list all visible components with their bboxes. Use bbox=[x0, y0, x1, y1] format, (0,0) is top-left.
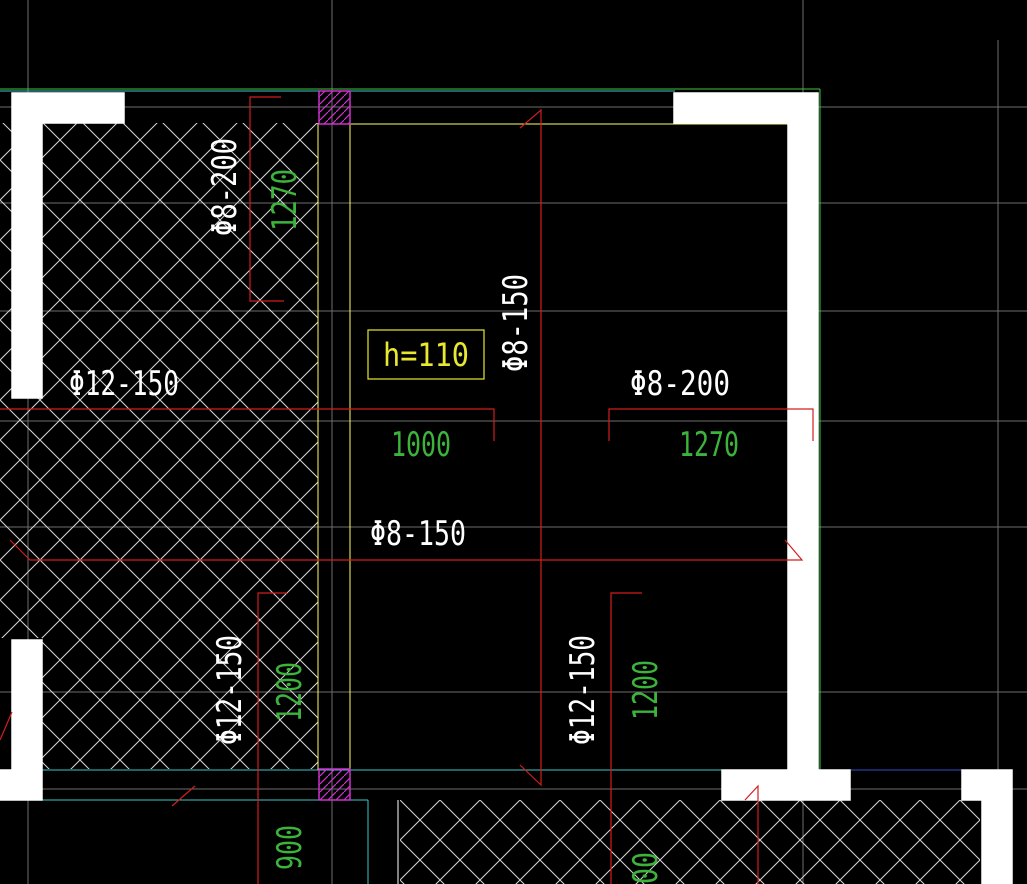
hatched-slab-left bbox=[42, 123, 318, 769]
rebar-middle-horizontal bbox=[9, 539, 804, 561]
rebar-cut-left bbox=[171, 785, 196, 807]
rebar-left-horizontal-label: Φ12-150 bbox=[69, 364, 179, 404]
slab-yellow-edges bbox=[317, 123, 788, 770]
rebar-bottom-left-vertical bbox=[257, 592, 287, 884]
slab-thickness-box bbox=[367, 329, 485, 380]
slab-thickness-label: h=110 bbox=[383, 336, 469, 374]
len-bottom-left-vertical-label: 1200 bbox=[270, 662, 310, 722]
rebar-bottom-left-vertical-label: Φ12-150 bbox=[210, 635, 250, 745]
len-cut-left-label: 900 bbox=[270, 825, 310, 870]
len-top-left-vertical-label: 1270 bbox=[265, 169, 305, 231]
hatched-slab-left-top bbox=[0, 123, 12, 398]
rebar-right-horizontal-label: Φ8-200 bbox=[630, 364, 730, 404]
column-top bbox=[318, 90, 351, 125]
rebar-annotations: Φ8-200 1270 Φ8-150 Φ12-150 Φ8-200 1000 1… bbox=[69, 138, 739, 884]
rebar-top-left-vertical bbox=[249, 96, 284, 302]
rebar-center-vertical-label: Φ8-150 bbox=[496, 274, 536, 372]
len-right-horizontal-label: 1270 bbox=[679, 425, 739, 465]
len-cut-right-label: 00 bbox=[626, 852, 666, 884]
rebar-bottom-right-vertical bbox=[610, 592, 642, 884]
rebar-bottom-right-vertical-label: Φ12-150 bbox=[563, 635, 603, 745]
len-bottom-right-vertical-label: 1200 bbox=[626, 660, 666, 720]
rebar-middle-horizontal-label: Φ8-150 bbox=[370, 514, 466, 554]
rebar-cut-right bbox=[744, 784, 759, 884]
slab-edge-lines bbox=[0, 88, 962, 884]
hatched-slab-bottom-right bbox=[400, 800, 980, 884]
wall-fill bbox=[0, 93, 1012, 884]
rebar-left-horizontal bbox=[0, 408, 495, 441]
rebar-top-left-vertical-label: Φ8-200 bbox=[205, 138, 245, 236]
rebar-lines bbox=[0, 96, 814, 884]
hatched-slab-left-mid bbox=[0, 398, 42, 638]
column-bottom bbox=[318, 768, 351, 801]
rebar-center-vertical bbox=[519, 108, 542, 787]
len-left-horizontal-label: 1000 bbox=[391, 425, 451, 465]
rebar-right-horizontal bbox=[608, 408, 814, 441]
